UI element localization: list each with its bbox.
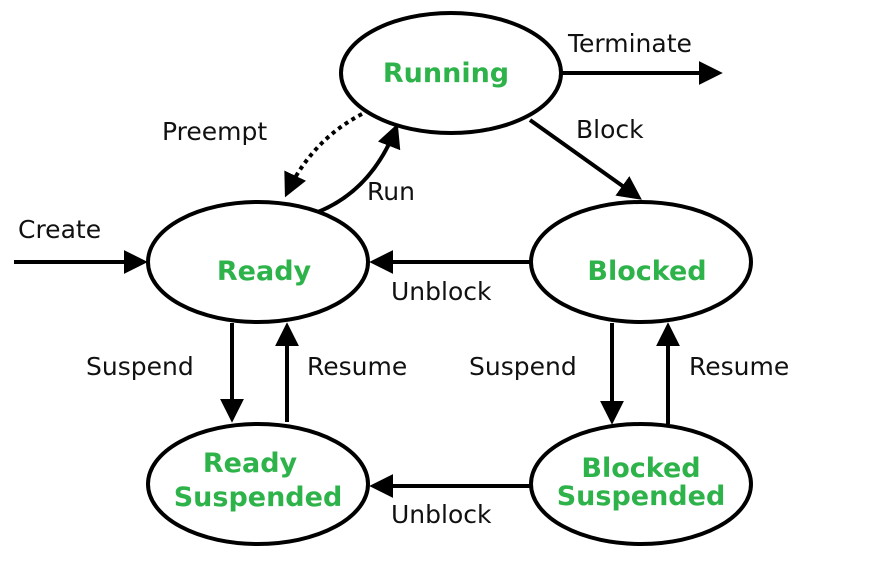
- preempt-arrow: [284, 112, 363, 198]
- label-preempt: Preempt: [162, 117, 267, 146]
- label-unblock-bottom: Unblock: [391, 500, 492, 529]
- state-blocked-label: Blocked: [587, 256, 706, 287]
- state-ready-suspended-line2: Suspended: [174, 482, 343, 513]
- state-blocked-suspended-line1: Blocked: [581, 453, 700, 484]
- state-ready-suspended: Ready Suspended: [146, 422, 370, 546]
- label-suspend-left: Suspend: [86, 352, 194, 381]
- label-terminate: Terminate: [567, 29, 692, 58]
- state-ready-suspended-line1: Ready: [203, 448, 298, 479]
- run-arrow: [317, 123, 401, 214]
- block-arrow: [528, 118, 642, 200]
- state-ready: Ready: [146, 200, 370, 324]
- state-blocked-suspended-line2: Suspended: [557, 481, 726, 512]
- label-resume-right: Resume: [689, 352, 789, 381]
- state-running: Running: [339, 11, 563, 135]
- label-unblock-top: Unblock: [391, 277, 492, 306]
- state-ready-label: Ready: [217, 256, 312, 287]
- label-suspend-right: Suspend: [469, 352, 577, 381]
- state-running-label: Running: [383, 58, 509, 89]
- label-block: Block: [576, 115, 644, 144]
- state-blocked: Blocked: [529, 200, 753, 324]
- label-run: Run: [367, 177, 415, 206]
- label-create: Create: [18, 215, 101, 244]
- label-resume-left: Resume: [307, 352, 407, 381]
- state-blocked-suspended: Blocked Suspended: [529, 422, 753, 546]
